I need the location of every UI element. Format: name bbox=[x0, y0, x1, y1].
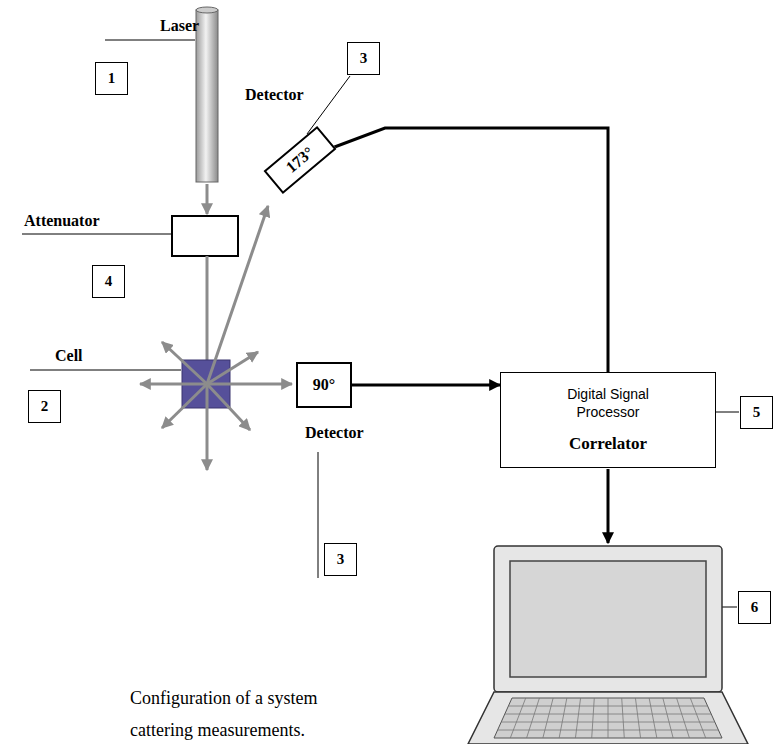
scattered-rays bbox=[140, 206, 292, 470]
attenuator-box bbox=[172, 216, 238, 256]
callout-number: 4 bbox=[92, 265, 125, 298]
part-label: Detector bbox=[305, 424, 364, 442]
box-title: Correlator bbox=[569, 434, 647, 454]
signal-wire bbox=[352, 384, 500, 387]
leader-lines bbox=[22, 40, 739, 607]
callout-number: 3 bbox=[324, 543, 357, 576]
caption-line: cattering measurements. bbox=[130, 720, 305, 741]
part-label: Attenuator bbox=[24, 212, 100, 230]
callout-number: 6 bbox=[738, 591, 771, 624]
laptop-bezel bbox=[494, 546, 722, 692]
part-label: Cell bbox=[55, 347, 83, 365]
part-label: Detector bbox=[245, 86, 304, 104]
laptop-base bbox=[468, 692, 748, 744]
box-text: Digital Signal Processor bbox=[548, 386, 668, 421]
laptop-screen bbox=[510, 561, 706, 677]
callout-number: 2 bbox=[28, 390, 61, 423]
laser-cap bbox=[196, 7, 218, 13]
data-link bbox=[607, 469, 610, 543]
keyboard-keys bbox=[498, 698, 719, 738]
detector-box: 173° bbox=[264, 126, 337, 194]
correlator-box: Digital Signal ProcessorCorrelator bbox=[500, 372, 716, 468]
box-text: 90° bbox=[313, 376, 335, 394]
caption-line: Configuration of a system bbox=[130, 688, 317, 709]
laptop-keyboard bbox=[494, 698, 722, 738]
part-label: Laser bbox=[160, 17, 199, 35]
callout-number: 1 bbox=[95, 62, 128, 95]
laser-tube bbox=[196, 10, 218, 182]
box-text: 173° bbox=[283, 143, 318, 176]
detector-box: 90° bbox=[296, 362, 352, 408]
callout-number: 3 bbox=[347, 42, 380, 75]
signal-wire bbox=[300, 128, 608, 372]
laser-beam bbox=[206, 184, 209, 214]
callout-number: 5 bbox=[740, 396, 773, 429]
